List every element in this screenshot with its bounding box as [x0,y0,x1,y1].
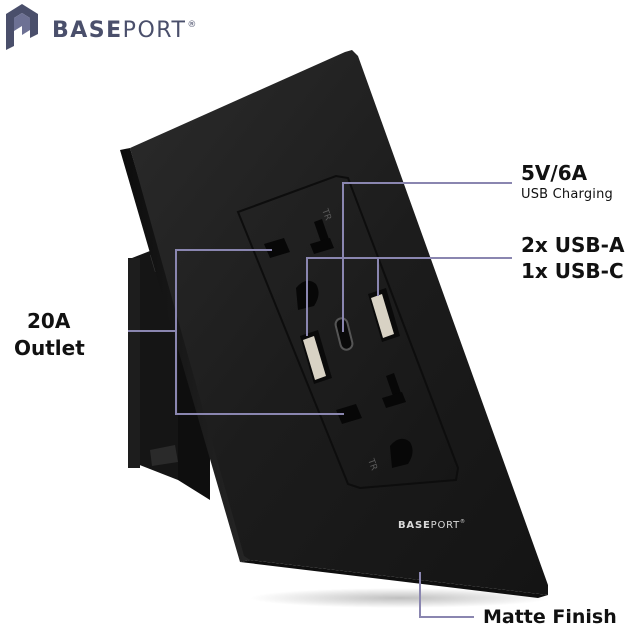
ground-shadow [250,588,550,608]
outlet-label: Outlet [14,336,85,360]
baseport-logo-icon [6,4,38,50]
lower-ground-hole [390,438,413,468]
brand-header: BASEPORT® [0,0,300,62]
brand-registered-mark: ® [187,20,198,30]
callout-line-usb-power [342,182,512,332]
brand-name-bold: BASE [52,18,123,43]
plate-brand-bold: BASE [398,520,431,531]
callout-line-outlet [128,249,272,332]
upper-hot-slot [314,219,330,245]
upper-neutral-slot [264,238,290,258]
usb-power-title: 5V/6A [521,161,588,185]
usb-power-subtitle: USB Charging [521,187,613,202]
lower-neutral-slot [336,404,362,424]
tr-mark-top: TR [319,207,333,222]
receptacle: TR TR [236,174,460,490]
brand-wordmark: BASEPORT® [52,18,198,43]
usb-c-port [334,317,354,351]
lower-hot-slot [386,373,402,399]
plate-brand-wordmark: BASEPORT® [398,519,466,531]
usb-c-label: 1x USB-C [521,259,624,283]
plate-registered-mark: ® [460,519,466,525]
tr-mark-bottom: TR [365,457,379,472]
outlet-rating-label: 20A [27,309,71,333]
brand-name-regular: PORT [122,18,187,43]
matte-finish-label: Matte Finish [483,606,617,628]
plate-brand-regular: PORT [430,520,461,531]
usb-a-label: 2x USB-A [521,233,625,257]
callout-line-finish [419,572,474,618]
callout-line-usb-a [306,257,512,336]
callout-lines [128,182,512,618]
